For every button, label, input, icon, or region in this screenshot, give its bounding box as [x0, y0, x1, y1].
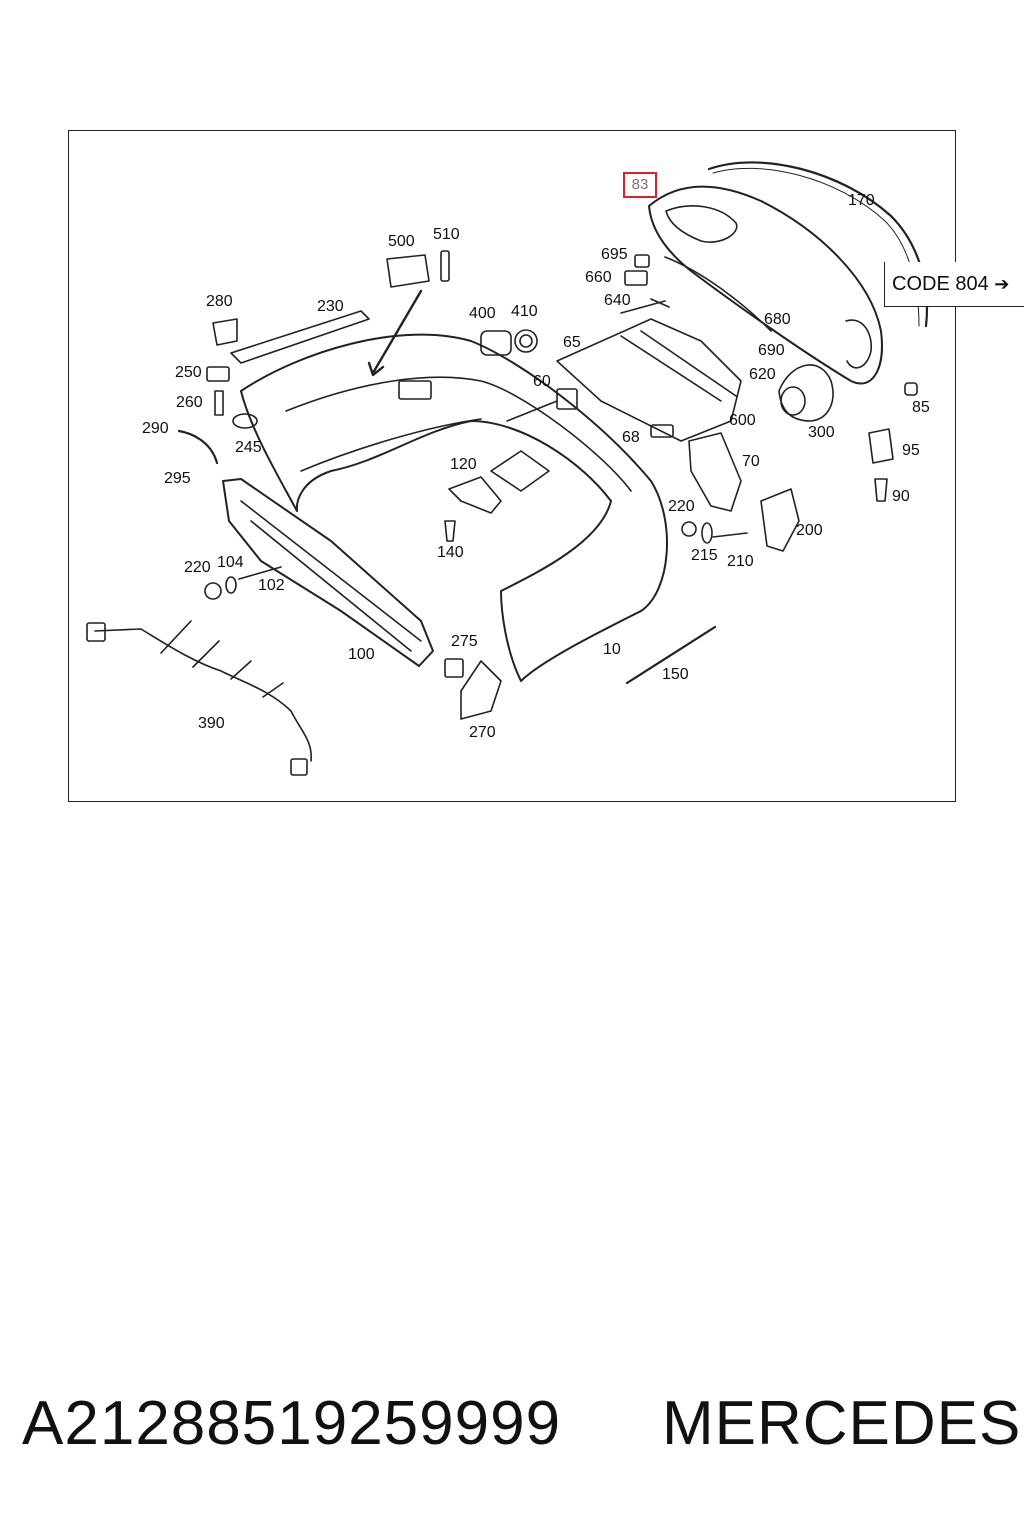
sensor-400 [480, 330, 512, 356]
bolt-102 [238, 566, 282, 580]
bumper-cover-10 [240, 333, 668, 682]
clip-95 [868, 428, 894, 464]
label-280: 280 [206, 293, 233, 310]
label-690: 690 [758, 342, 785, 359]
label-170: 170 [848, 192, 875, 209]
label-100: 100 [348, 646, 375, 663]
label-250: 250 [175, 364, 202, 381]
hinge-510 [440, 250, 450, 282]
nut-250 [206, 366, 230, 382]
highlighted-part-label: 83 [623, 172, 657, 198]
label-65: 65 [563, 334, 581, 351]
sensor-ring-410 [514, 329, 538, 353]
brand-name: MERCEDES [662, 1389, 1022, 1458]
code-label: CODE 804 [892, 273, 989, 295]
label-390: 390 [198, 715, 225, 732]
bracket-60 [556, 388, 578, 410]
bracket-600 [556, 318, 742, 442]
wire-640 [620, 298, 670, 314]
label-60: 60 [533, 373, 551, 390]
label-90: 90 [892, 488, 910, 505]
label-640: 640 [604, 292, 631, 309]
label-70: 70 [742, 453, 760, 470]
label-10: 10 [603, 641, 621, 658]
wiring-harness-390 [94, 628, 312, 762]
label-600: 600 [729, 412, 756, 429]
label-102: 102 [258, 577, 285, 594]
label-300: 300 [808, 424, 835, 441]
strip-150 [625, 625, 717, 685]
label-620: 620 [749, 366, 776, 383]
impact-carrier-100 [222, 478, 434, 667]
clip-695 [634, 254, 650, 268]
label-140: 140 [437, 544, 464, 561]
label-410: 410 [511, 303, 538, 320]
code-label-box: CODE 804 ➔ [884, 262, 1024, 307]
label-85: 85 [912, 399, 930, 416]
label-220-left: 220 [184, 559, 211, 576]
strip-230 [230, 310, 370, 364]
label-295: 295 [164, 470, 191, 487]
footer-caption: A21288519259999 MERCEDES [0, 1382, 1024, 1472]
label-215: 215 [691, 547, 718, 564]
label-660: 660 [585, 269, 612, 286]
label-245: 245 [235, 439, 262, 456]
parts-diagram: CODE 804 ➔ [68, 130, 1024, 802]
arrow-right-icon: ➔ [994, 274, 1010, 294]
label-260: 260 [176, 394, 203, 411]
nut-220a [681, 521, 697, 537]
label-220-right: 220 [668, 498, 695, 515]
flap-500 [386, 254, 430, 288]
wire-680 [664, 256, 772, 332]
clip-275 [444, 658, 464, 678]
label-500: 500 [388, 233, 415, 250]
label-95: 95 [902, 442, 920, 459]
label-200: 200 [796, 522, 823, 539]
diffuser-panel-83 [648, 185, 883, 385]
clip-280 [212, 318, 238, 346]
label-290: 290 [142, 420, 169, 437]
label-210: 210 [727, 553, 754, 570]
bracket-120 [448, 476, 502, 514]
screw-140 [444, 520, 456, 542]
grommet-245 [232, 413, 258, 429]
label-120: 120 [450, 456, 477, 473]
label-680: 680 [764, 311, 791, 328]
screw-90 [874, 478, 888, 502]
screw-260 [214, 390, 224, 416]
bracket-660 [624, 270, 648, 286]
part-number: A21288519259999 [22, 1389, 562, 1458]
exploded-bumper-drawing [86, 161, 928, 776]
bracket-270 [460, 660, 502, 720]
washer-104 [225, 576, 237, 594]
bracket-70 [688, 432, 742, 512]
strip-290 [177, 429, 219, 465]
label-270: 270 [469, 724, 496, 741]
nut-220b [204, 582, 222, 600]
label-150: 150 [662, 666, 689, 683]
label-104: 104 [217, 554, 244, 571]
label-230: 230 [317, 298, 344, 315]
label-695: 695 [601, 246, 628, 263]
label-275: 275 [451, 633, 478, 650]
washer-215 [701, 522, 713, 544]
bracket-200 [760, 488, 800, 552]
pin-85 [904, 382, 918, 396]
bolt-210 [712, 532, 748, 538]
label-400: 400 [469, 305, 496, 322]
label-510: 510 [433, 226, 460, 243]
label-68: 68 [622, 429, 640, 446]
clip-68 [650, 424, 674, 438]
